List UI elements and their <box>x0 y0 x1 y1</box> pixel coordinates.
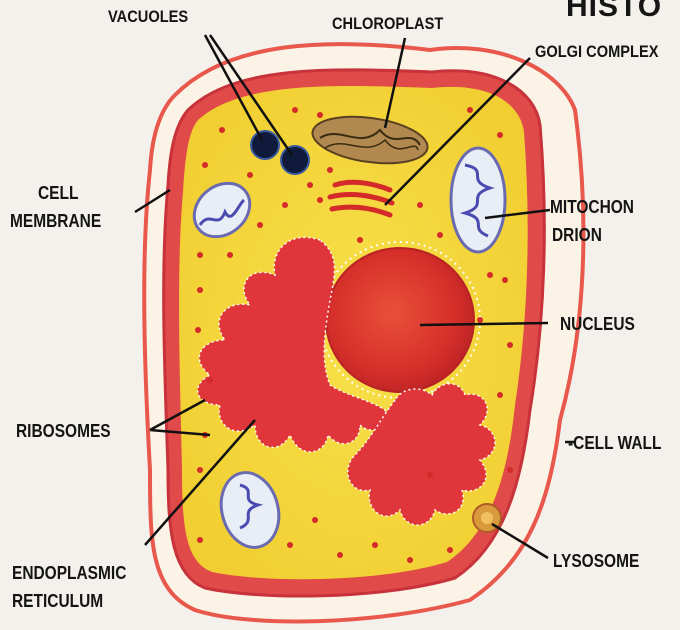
label-lysosome: LYSOSOME <box>553 550 639 572</box>
label-cell-membrane-line1: CELL <box>38 182 78 204</box>
label-nucleus: NUCLEUS <box>560 313 635 335</box>
label-endoplasmic-line2: RETICULUM <box>12 590 103 612</box>
label-vacuoles: VACUOLES <box>108 6 188 28</box>
label-mitochondrion-line2: DRION <box>552 224 602 246</box>
label-cell-wall: -CELL WALL <box>568 432 661 454</box>
label-endoplasmic-line1: ENDOPLASMIC <box>12 562 126 584</box>
mitochondrion-right <box>451 148 505 252</box>
label-cell-membrane-line2: MEMBRANE <box>10 210 101 232</box>
vacuole-1 <box>251 131 279 159</box>
label-chloroplast: CHLOROPLAST <box>332 13 443 35</box>
label-ribosomes: RIBOSOMES <box>16 420 111 442</box>
label-mitochondrion-line1: MITOCHON <box>550 196 634 218</box>
vacuole-2 <box>281 146 309 174</box>
label-golgi-complex: GOLGI COMPLEX <box>535 41 658 63</box>
